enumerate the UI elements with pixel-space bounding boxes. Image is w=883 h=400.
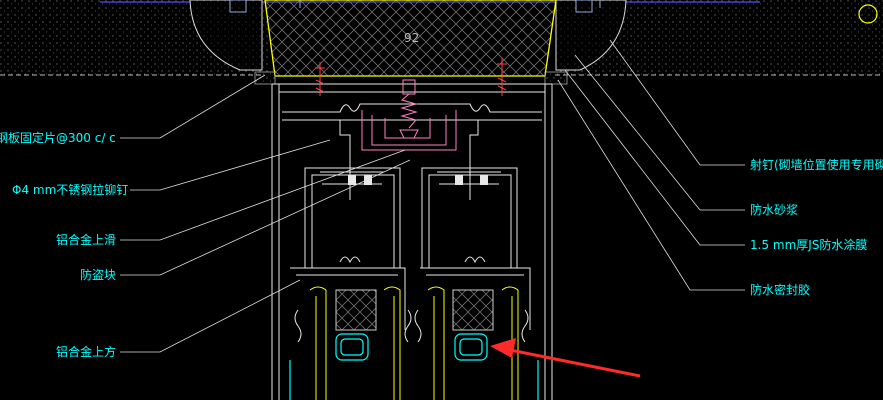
glazing-right (427, 286, 519, 400)
leader-lines-left (120, 74, 411, 353)
nail-icons (315, 58, 507, 96)
label-steel-fixing-plate: 钢板固定片@300 c/ c (0, 130, 116, 145)
label-js-waterproof-coating: 1.5 mm厚JS防水涂膜 (750, 237, 867, 252)
circle-marker-icon (858, 4, 878, 24)
dimension-label: 92 (404, 31, 419, 45)
label-aluminum-upper-square: 铝合金上方 (56, 344, 116, 359)
top-hatched-panel: 92 (229, 0, 601, 77)
cyan-seals (289, 333, 539, 400)
label-stainless-rivet: Φ4 mm不锈钢拉铆钉 (12, 182, 128, 197)
label-aluminum-upper-slide: 铝合金上滑 (56, 232, 116, 247)
sealant-blocks (254, 71, 568, 85)
label-waterproof-mortar: 防水砂浆 (750, 202, 798, 217)
upper-slide-rail (282, 103, 542, 200)
glazing-left (309, 286, 401, 400)
brush-seals (294, 309, 529, 343)
waterproof-mortar (189, 0, 627, 71)
annotation-arrow (490, 338, 641, 378)
screw-icon (399, 79, 419, 139)
rivet-markers (348, 175, 488, 185)
label-shooting-nail: 射钉(砌墙位置使用专用砌墙钉 (750, 157, 883, 172)
label-anti-theft-block: 防盗块 (80, 267, 116, 282)
transom-profile (290, 256, 531, 330)
label-waterproof-sealant: 防水密封胶 (750, 282, 810, 297)
glass-gasket (335, 289, 494, 331)
leader-lines-right (557, 39, 745, 291)
